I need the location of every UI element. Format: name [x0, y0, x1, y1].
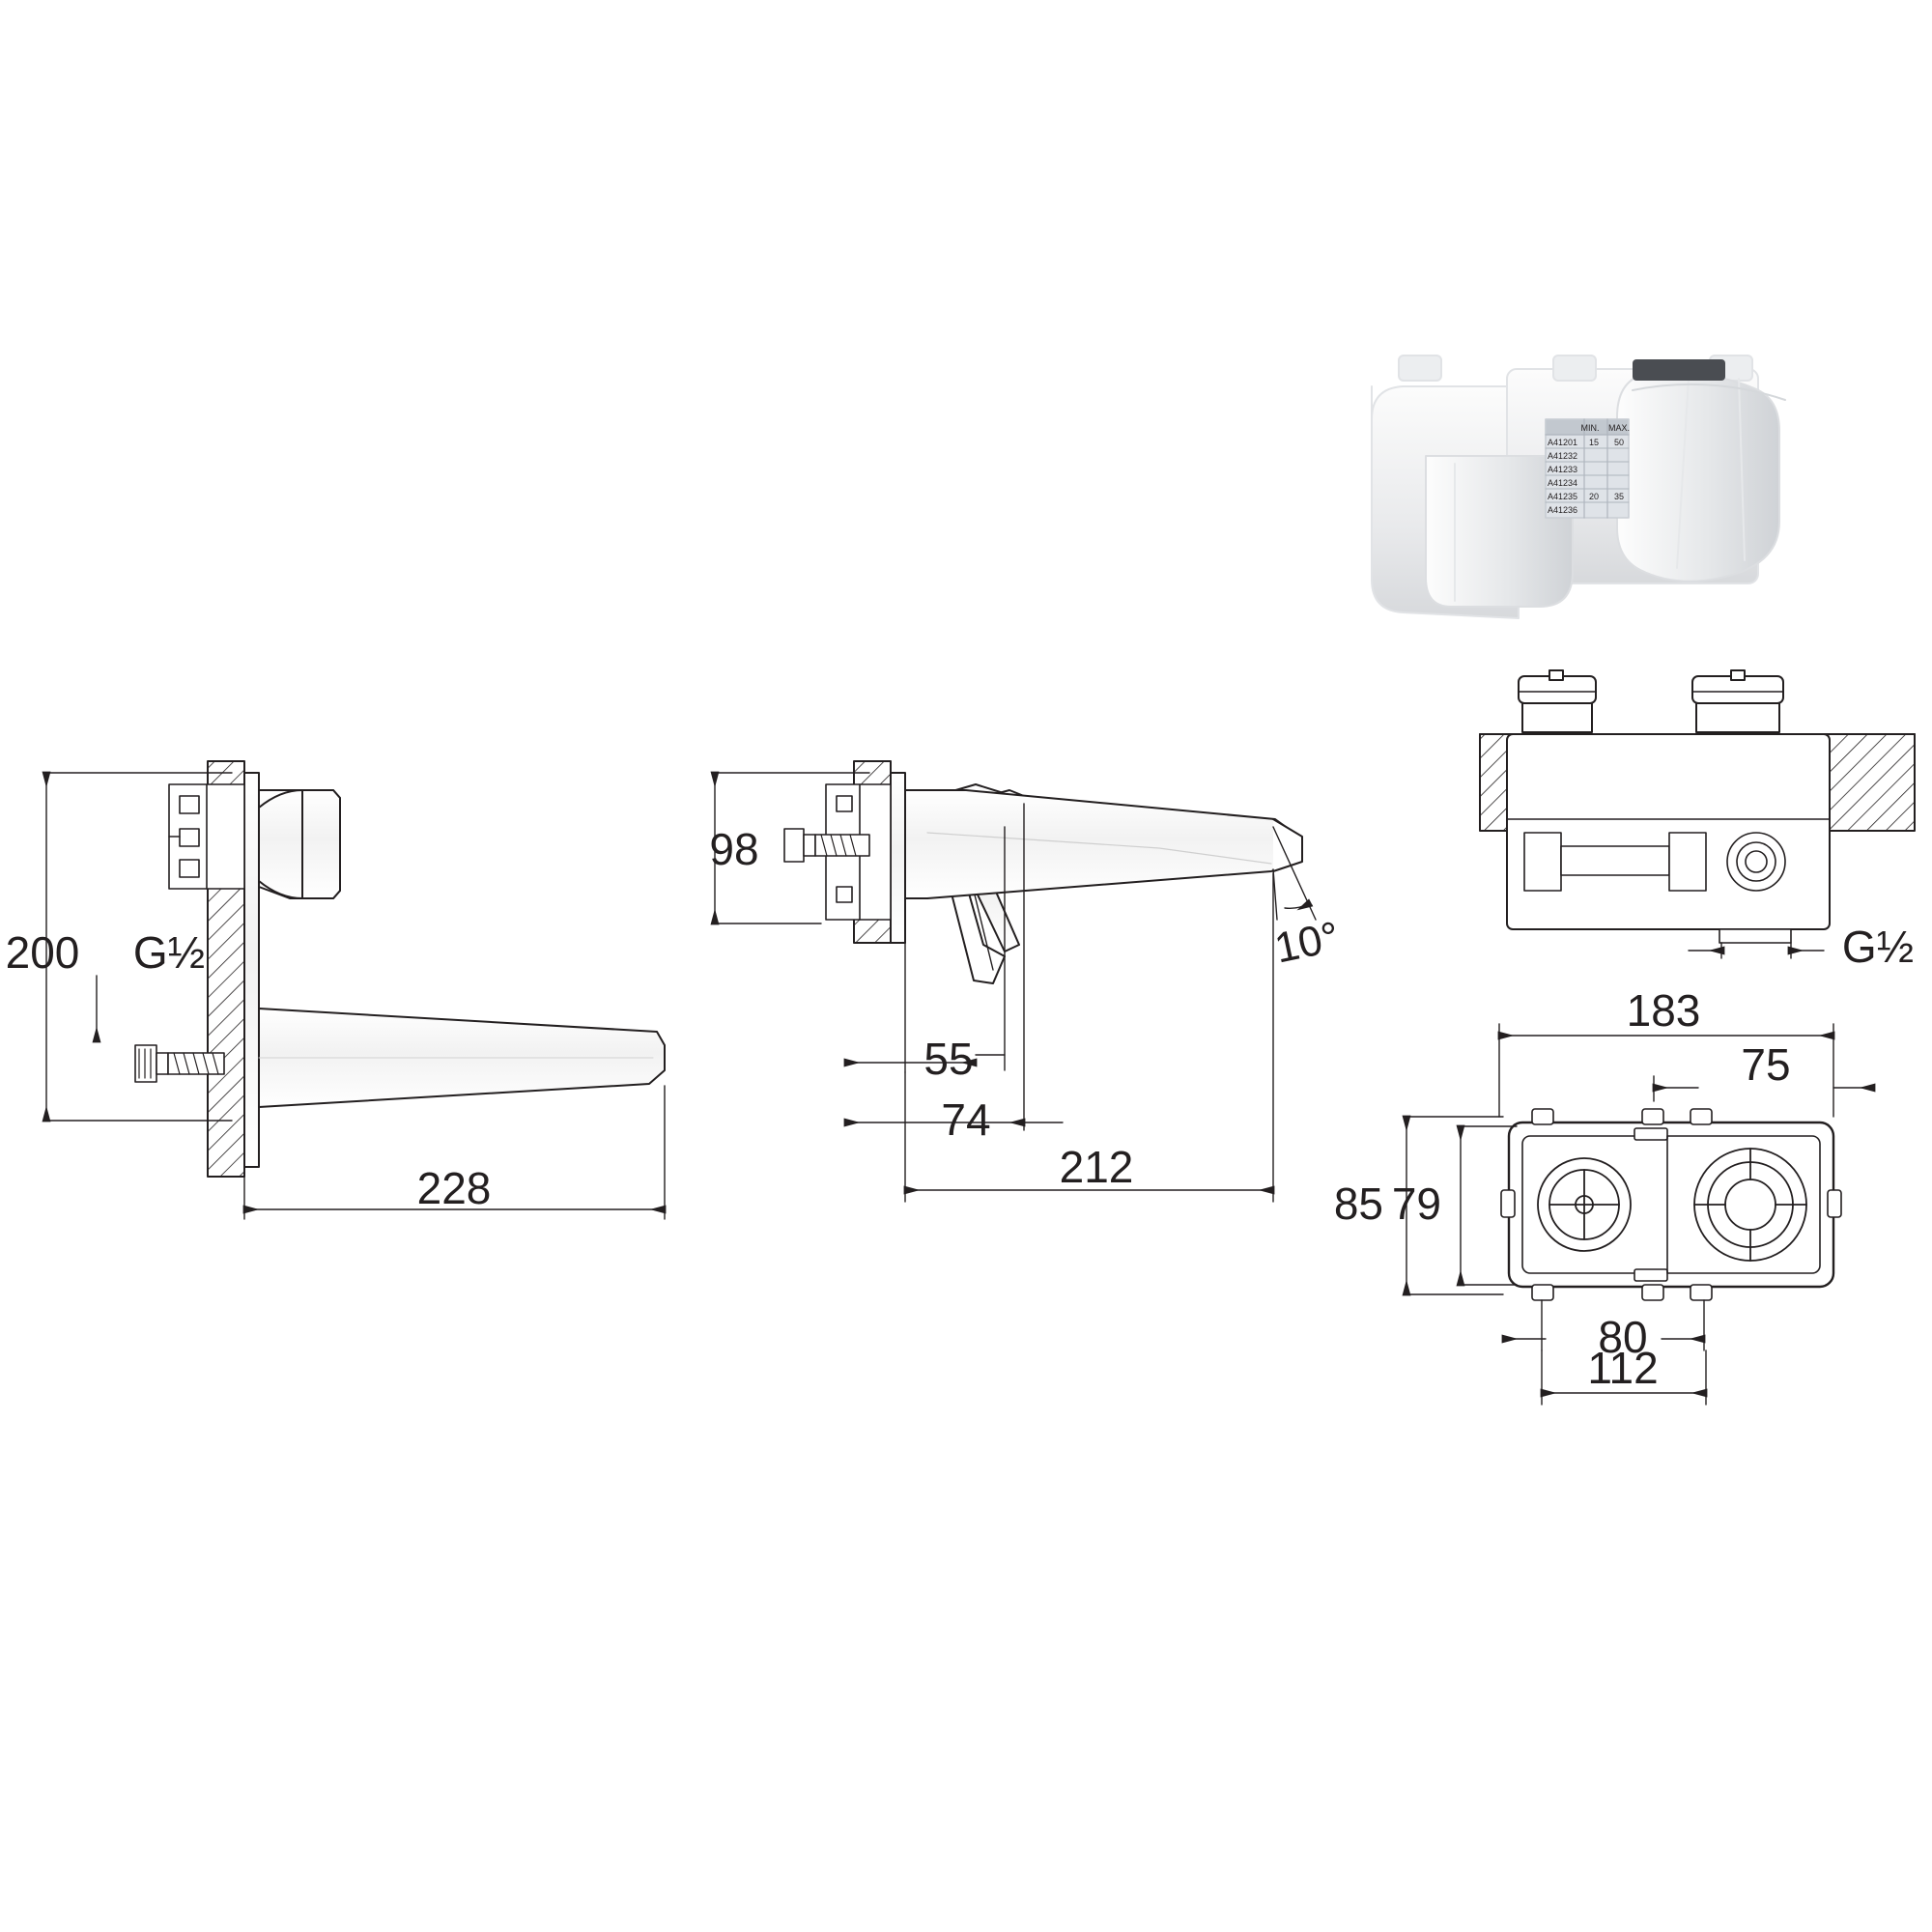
label-212: 212: [1060, 1142, 1134, 1192]
photo-label-text: MIN. MAX. A41201 15 50 A41232 A41233 A41…: [1548, 423, 1630, 515]
label-79: 79: [1392, 1179, 1441, 1229]
dimension-75: [1652, 1075, 1876, 1102]
label-table-code-5: A41235: [1548, 492, 1577, 501]
mounting-bracket-left: [168, 783, 245, 890]
mounting-bracket-middle: [825, 783, 892, 921]
handle-left: [258, 789, 341, 899]
dimension-74: [843, 803, 1064, 1131]
label-10-degrees: 10°: [1270, 913, 1343, 973]
label-table-min: MIN.: [1581, 423, 1600, 433]
label-228: 228: [417, 1163, 492, 1213]
dimension-183: [1497, 1023, 1835, 1118]
photo-label-card: [1545, 418, 1630, 519]
label-200: 200: [6, 927, 80, 978]
label-table-code-2: A41232: [1548, 451, 1577, 461]
label-80: 80: [1598, 1312, 1647, 1362]
dimension-g-half-right: [1688, 942, 1825, 959]
dimension-98: [710, 771, 870, 925]
label-table-code-6: A41236: [1548, 505, 1577, 515]
label-74: 74: [941, 1094, 990, 1145]
view-photo-built-in-body: [1371, 355, 1786, 619]
inlet-thread-middle: [783, 828, 870, 863]
label-table-max-1: 50: [1614, 438, 1624, 447]
label-g-half-left: G½: [133, 927, 205, 978]
label-table-max: MAX.: [1608, 423, 1630, 433]
label-g-half-right: G½: [1842, 922, 1914, 972]
dimension-79: [1456, 1124, 1518, 1287]
section-cap-left: [1518, 669, 1597, 733]
plan-cartridge-right: [1693, 1148, 1807, 1262]
dimension-200: [42, 771, 233, 1122]
label-table-min-5: 20: [1589, 492, 1599, 501]
label-table-min-1: 15: [1589, 438, 1599, 447]
dimension-228: [242, 1085, 667, 1220]
label-55: 55: [923, 1034, 973, 1084]
view-side-middle: [710, 760, 1317, 1203]
view-plan-right: [1402, 1023, 1876, 1406]
dimension-labels: 200 G½ 228 98 55 74 212 10° G½ 183 75 85…: [6, 824, 1914, 1393]
label-table-code-1: A41201: [1548, 438, 1577, 447]
label-table-max-5: 35: [1614, 492, 1624, 501]
dimension-112: [1540, 1350, 1708, 1406]
label-183: 183: [1627, 985, 1701, 1036]
label-75: 75: [1741, 1039, 1790, 1090]
section-cap-right: [1691, 669, 1784, 733]
spout-middle: [904, 789, 1303, 899]
label-98: 98: [709, 824, 758, 874]
label-112: 112: [1587, 1343, 1658, 1393]
dimension-85: [1402, 1115, 1504, 1296]
view-front-left: [42, 760, 667, 1220]
section-internal-detail: [1506, 818, 1831, 892]
view-section-right: [1479, 669, 1916, 959]
label-table-code-4: A41234: [1548, 478, 1577, 488]
plan-cartridge-left: [1537, 1157, 1632, 1252]
spout-left: [258, 1008, 666, 1108]
label-table-code-3: A41233: [1548, 465, 1577, 474]
dimension-55: [843, 826, 1006, 1073]
plan-mounting-lugs: [1500, 1108, 1842, 1301]
photo-cap-right: [1616, 372, 1786, 582]
inlet-thread-left: [134, 1044, 225, 1083]
dimension-80: [1501, 1299, 1706, 1351]
dimension-212: [903, 872, 1275, 1203]
label-85: 85: [1334, 1179, 1383, 1229]
